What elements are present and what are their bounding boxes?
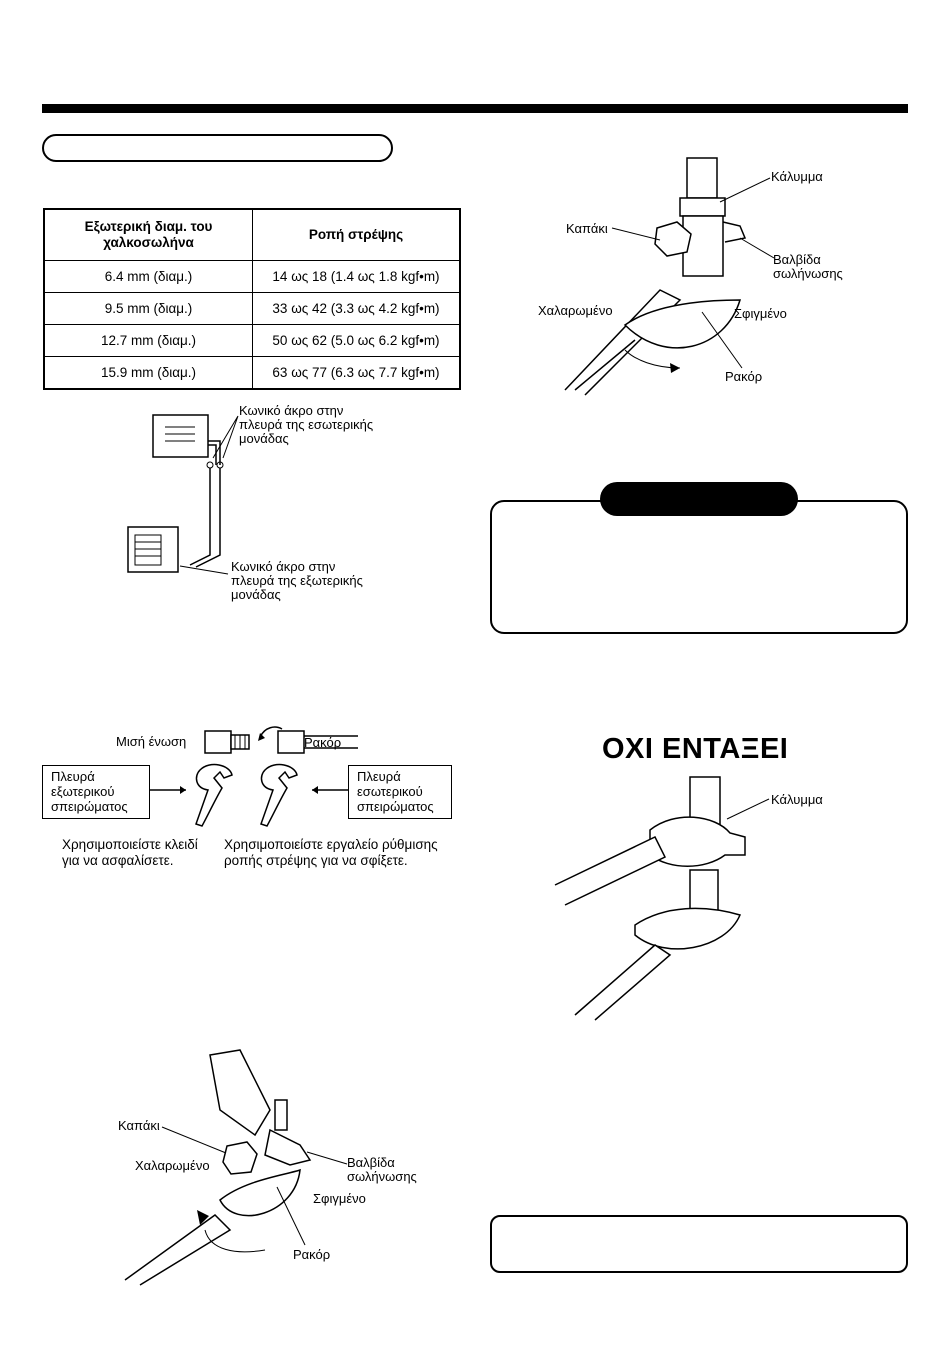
cell-diameter: 9.5 mm (διαμ.)	[43, 292, 253, 325]
table-row: 12.7 mm (διαμ.) 50 ως 62 (5.0 ως 6.2 kgf…	[43, 324, 461, 357]
indoor-flare-pointer	[212, 415, 239, 459]
cap-pointer-top	[611, 227, 661, 241]
cap-label-bottom: Καπάκι	[118, 1118, 160, 1133]
valve-label-bottom: Βαλβίδα σωλήνωσης	[347, 1155, 417, 1184]
torque-table: Εξωτερική διαμ. του χαλκοσωλήνα Ροπή στρ…	[43, 208, 461, 390]
header-torque: Ροπή στρέψης	[252, 208, 461, 261]
valve-illustration-bottom	[124, 1049, 312, 1286]
valve-pointer-bottom	[306, 1151, 348, 1165]
tighten-label-bottom: Σφιγμένο	[313, 1191, 366, 1206]
caution-heading-tab	[600, 482, 798, 516]
flare-nut-pointer-top	[701, 311, 743, 369]
valve-label-top: Βαλβίδα σωλήνωσης	[773, 252, 843, 281]
half-union-fitting	[204, 726, 358, 754]
cell-torque: 33 ως 42 (3.3 ως 4.2 kgf•m)	[252, 292, 461, 325]
table-row: 9.5 mm (διαμ.) 33 ως 42 (3.3 ως 4.2 kgf•…	[43, 292, 461, 325]
loosen-label-top: Χαλαρωμένο	[538, 303, 613, 318]
outdoor-flare-label: Κωνικό άκρο στην πλευρά της εξωτερικής μ…	[231, 559, 363, 602]
cap-cover-label-notok: Κάλυμμα	[771, 792, 823, 807]
outside-thread-box-left: Πλευρά εξωτερικού σπειρώματος	[42, 765, 150, 819]
units-illustration	[127, 414, 224, 573]
valve-illustration-top	[564, 157, 747, 396]
cell-diameter: 15.9 mm (διαμ.)	[43, 356, 253, 390]
valve-illustration-notok	[554, 776, 770, 1021]
wrench-icons	[150, 763, 348, 827]
use-torque-caption: Χρησιμοποιείστε εργαλείο ρύθμισης ροπής …	[224, 837, 438, 868]
flare-nut-pointer-bottom	[276, 1186, 306, 1246]
table-row: 15.9 mm (διαμ.) 63 ως 77 (6.3 ως 7.7 kgf…	[43, 356, 461, 390]
cap-cover-pointer-top	[719, 177, 771, 203]
cell-diameter: 6.4 mm (διαμ.)	[43, 260, 253, 293]
indoor-flare-label: Κωνικό άκρο στην πλευρά της εσωτερικής μ…	[239, 403, 374, 446]
cell-torque: 14 ως 18 (1.4 ως 1.8 kgf•m)	[252, 260, 461, 293]
valve-pointer-top	[739, 237, 775, 259]
top-rule	[42, 104, 908, 113]
outdoor-flare-pointer	[179, 565, 229, 575]
cell-diameter: 12.7 mm (διαμ.)	[43, 324, 253, 357]
half-union-label: Μισή ένωση	[116, 734, 187, 749]
use-wrench-caption: Χρησιμοποιείστε κλειδί για να ασφαλίσετε…	[62, 837, 198, 868]
flare-nut-label-bottom: Ρακόρ	[293, 1247, 331, 1262]
header-pipe-diameter: Εξωτερική διαμ. του χαλκοσωλήνα	[43, 208, 253, 261]
flare-nut-label-top: Ρακόρ	[725, 369, 763, 384]
table-header-row: Εξωτερική διαμ. του χαλκοσωλήνα Ροπή στρ…	[43, 208, 461, 261]
table-row: 6.4 mm (διαμ.) 14 ως 18 (1.4 ως 1.8 kgf•…	[43, 260, 461, 293]
not-ok-title: ΟΧΙ ΕΝΤΑΞΕΙ	[602, 733, 789, 765]
note-box	[490, 1215, 908, 1273]
cap-label-top: Καπάκι	[566, 221, 608, 236]
flare-nut-label-wrench: Ρακόρ	[304, 735, 342, 750]
section-heading-pill	[42, 134, 393, 162]
inside-thread-box-right: Πλευρά εσωτερικού σπειρώματος	[348, 765, 452, 819]
cap-pointer-bottom	[161, 1126, 227, 1154]
cell-torque: 50 ως 62 (5.0 ως 6.2 kgf•m)	[252, 324, 461, 357]
loosen-label-bottom: Χαλαρωμένο	[135, 1158, 210, 1173]
cap-cover-label-top: Κάλυμμα	[771, 169, 823, 184]
tighten-label-top: Σφιγμένο	[734, 306, 787, 321]
cell-torque: 63 ως 77 (6.3 ως 7.7 kgf•m)	[252, 356, 461, 390]
caution-box	[490, 500, 908, 634]
